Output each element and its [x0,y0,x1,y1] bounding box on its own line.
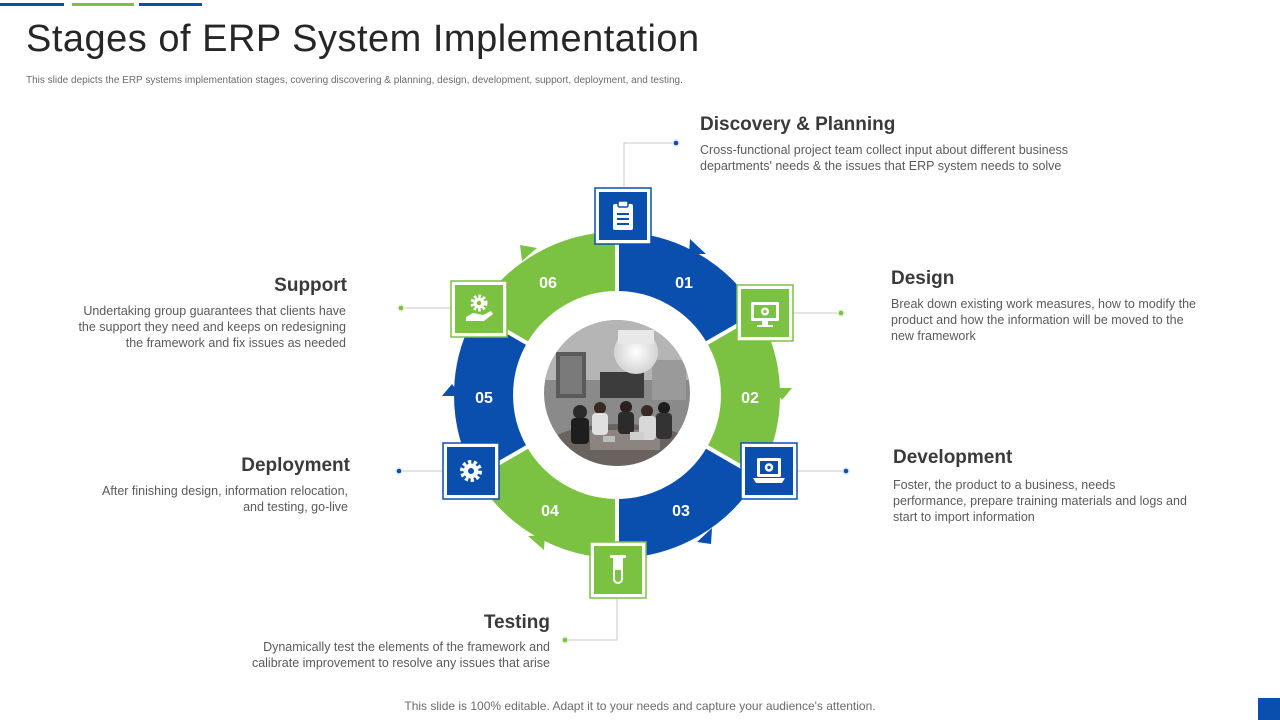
stage-number-01: 01 [675,275,693,292]
stage-title-testing: Testing [483,612,550,633]
accent-bar-3 [139,3,202,6]
desc-line: departments' needs & the issues that ERP… [700,159,1062,173]
desc-line: performance, prepare training materials … [893,494,1187,508]
stage-desc-discovery-planning: Cross-functional project team collect in… [700,142,1120,174]
desc-line: After finishing design, information relo… [102,484,348,498]
stage-title-development: Development [893,447,1013,468]
arrow-02 [773,388,792,400]
stage-title-deployment: Deployment [241,455,350,476]
stage-desc-development: Foster, the product to a business, needs… [893,477,1238,525]
desc-line: Dynamically test the elements of the fra… [263,640,550,654]
footer-note: This slide is 100% editable. Adapt it to… [404,699,876,713]
tile-02 [736,284,794,342]
desc-line: product and how the information will be … [891,313,1184,327]
desc-line: the support they need and keeps on redes… [78,320,346,334]
connector-01 [623,142,676,187]
gear-icon [460,460,482,482]
monitor-settings-icon [751,302,779,327]
stage-number-06: 06 [539,275,557,292]
desc-line: Cross-functional project team collect in… [700,143,1069,157]
stage-desc-testing: Dynamically test the elements of the fra… [180,639,550,671]
accent-bar-1 [0,3,64,6]
desc-line: and testing, go-live [243,500,348,514]
arrow-05 [442,384,461,396]
arrow-01 [689,239,706,254]
desc-line: start to import information [893,510,1035,524]
stage-desc-support: Undertaking group guarantees that client… [30,303,346,351]
desc-line: Undertaking group guarantees that client… [83,304,346,318]
stage-title-design: Design [891,268,955,289]
laptop-gear-icon [753,458,785,483]
arrow-04 [528,535,545,550]
arrow-03 [697,528,712,544]
stage-number-05: 05 [475,390,493,407]
desc-line: the framework and fix issues as needed [125,336,346,350]
page-title: Stages of ERP System Implementation [26,18,700,60]
test-tube-icon [610,555,626,584]
stage-title-support: Support [274,275,347,296]
desc-line: new framework [891,329,976,343]
clipboard-icon [613,200,633,230]
stage-number-02: 02 [741,390,759,407]
stage-desc-deployment: After finishing design, information relo… [40,483,348,515]
stage-desc-design: Break down existing work measures, how t… [891,296,1236,344]
desc-line: Break down existing work measures, how t… [891,297,1196,311]
stage-number-04: 04 [541,503,559,520]
stage-number-03: 03 [672,503,690,520]
hand-gear-icon [466,294,493,321]
corner-accent [1258,698,1280,720]
page-subtitle: This slide depicts the ERP systems imple… [26,75,683,86]
meeting-photo [544,320,690,466]
accent-bar-2 [72,3,134,6]
desc-line: calibrate improvement to resolve any iss… [251,656,550,670]
desc-line: Foster, the product to a business, needs [893,478,1116,492]
stage-title-discovery-planning: Discovery & Planning [700,114,896,135]
connector-04 [565,598,618,641]
arrow-06 [520,245,537,261]
